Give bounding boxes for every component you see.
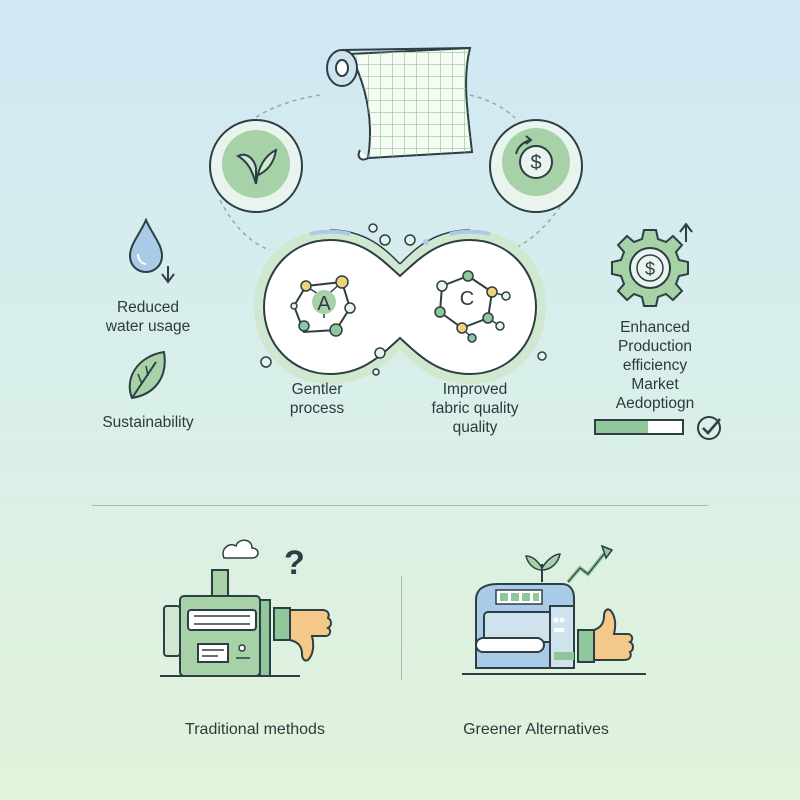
improved-fabric-label: Improved fabric quality quality	[431, 381, 519, 436]
market-adoption-bar	[594, 419, 684, 435]
thumbs-up-icon	[577, 608, 634, 663]
leaf-circle-icon	[209, 119, 303, 213]
svg-text:$: $	[530, 152, 541, 174]
market-adoption-fill	[596, 421, 648, 433]
water-drop-icon	[128, 217, 175, 284]
svg-text:$: $	[645, 259, 655, 279]
molecule-letter-c: C	[459, 288, 475, 310]
old-machine-icon	[160, 539, 300, 677]
modern-machine-icon	[462, 544, 646, 675]
leaf-icon	[128, 350, 166, 400]
vertical-divider	[401, 576, 402, 680]
dollar-cycle-icon: $	[489, 119, 583, 213]
reduced-water-label: Reduced water usage	[105, 299, 191, 335]
gentler-process-label: Gentler process	[289, 381, 345, 417]
molecule-a-icon	[290, 275, 356, 337]
enhanced-production-label: Enhanced Production efficiency Market Ae…	[615, 319, 695, 412]
molecule-c-icon	[434, 270, 511, 343]
check-circle-icon	[697, 416, 721, 440]
dollar-gear-icon: $	[611, 222, 693, 307]
question-mark: ?	[284, 544, 305, 582]
traditional-methods-caption: Traditional methods	[185, 721, 325, 738]
section-divider	[92, 505, 708, 506]
thumbs-down-icon	[273, 607, 332, 662]
fabric-roll-icon	[326, 46, 474, 161]
sustainability-label: Sustainability	[102, 414, 194, 431]
greener-alternatives-caption: Greener Alternatives	[463, 721, 609, 738]
molecule-letter-a: A	[317, 293, 331, 315]
